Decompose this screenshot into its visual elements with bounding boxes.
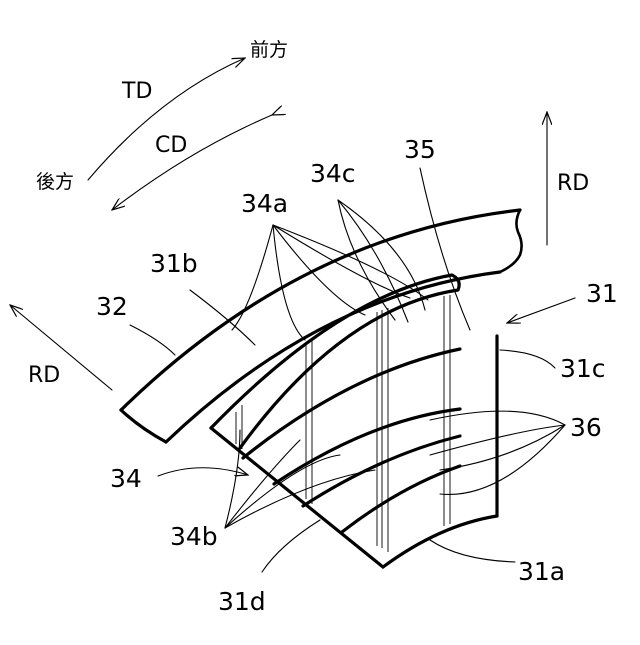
- direction-arrows: [10, 58, 547, 390]
- ref-34b: 34b: [170, 522, 218, 551]
- ref-31c: 31c: [560, 354, 606, 383]
- label-rd-left: RD: [28, 363, 60, 388]
- ref-31b: 31b: [150, 249, 198, 278]
- label-td: TD: [121, 79, 152, 104]
- label-rear: 後方: [36, 171, 74, 193]
- label-cd: CD: [155, 133, 187, 158]
- ref-31: 31: [586, 279, 618, 308]
- ref-34: 34: [110, 464, 142, 493]
- ref-35: 35: [404, 135, 436, 164]
- label-front: 前方: [250, 39, 288, 61]
- ref-34a: 34a: [241, 189, 288, 218]
- ribs-36: [243, 349, 460, 532]
- fibers-34: [236, 295, 450, 552]
- ref-31a: 31a: [518, 557, 565, 586]
- ref-36: 36: [570, 413, 602, 442]
- label-rd-upper: RD: [557, 171, 589, 196]
- ref-32: 32: [96, 292, 128, 321]
- ref-31d: 31d: [218, 587, 266, 616]
- ref-34c: 34c: [310, 159, 356, 188]
- leader-lines: [130, 168, 575, 572]
- td-arrow: [88, 58, 245, 180]
